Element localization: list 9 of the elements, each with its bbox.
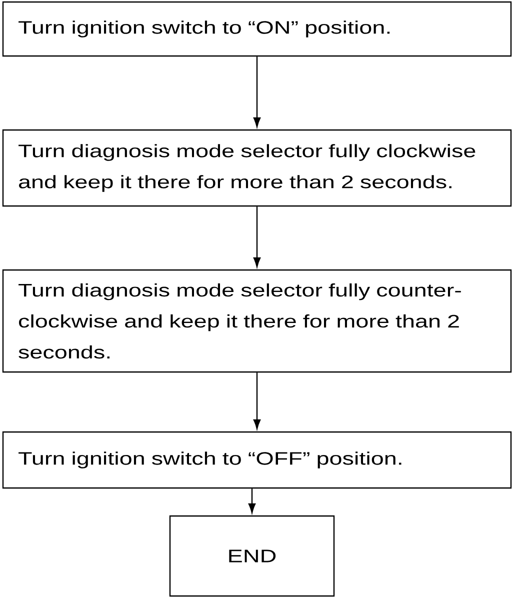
step-box: Turn diagnosis mode selector fully counter-clockwise and keep it there for more than 2 seconds. (2, 269, 512, 373)
arrow (248, 488, 256, 514)
arrow (253, 56, 261, 128)
step-box: Turn ignition switch to “ON” position. (2, 1, 512, 57)
arrow (253, 372, 261, 430)
end-box: END (169, 515, 335, 597)
step-box: Turn diagnosis mode selector fully clockwise and keep it there for more than 2 seconds. (2, 129, 512, 207)
arrow (253, 206, 261, 268)
step-box: Turn ignition switch to “OFF” position. (2, 431, 512, 489)
